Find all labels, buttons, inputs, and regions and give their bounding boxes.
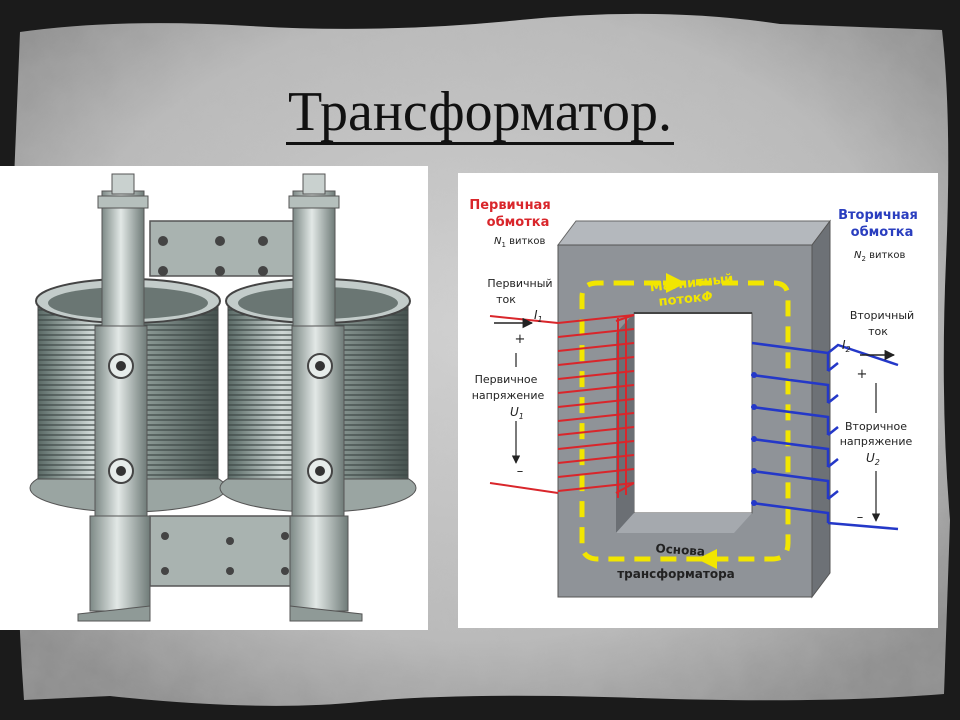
magnetic-flux-label-2: потокΦ xyxy=(658,289,714,310)
secondary-winding-label-1: Вторичная xyxy=(838,208,918,223)
primary-winding xyxy=(489,314,635,498)
transformer-core xyxy=(557,219,831,599)
transformer-diagram-panel: Первичная обмотка N1 витков Вторичная об… xyxy=(458,173,938,628)
primary-current-symbol: I1 xyxy=(534,308,543,324)
secondary-winding-label-2: обмотка xyxy=(851,225,914,240)
transformer-illustration xyxy=(29,173,417,622)
secondary-turns-label: N2 витков xyxy=(854,250,906,263)
primary-voltage-plus: + xyxy=(515,332,526,347)
transformer-diagram: Первичная обмотка N1 витков Вторичная об… xyxy=(469,198,918,599)
secondary-voltage-label-1: Вторичное xyxy=(845,420,907,433)
secondary-current-label-2: ток xyxy=(868,325,888,338)
secondary-voltage-label-2: напряжение xyxy=(840,435,913,448)
primary-winding-label-1: Первичная xyxy=(469,198,550,213)
secondary-current-symbol: I2 xyxy=(842,338,851,354)
primary-current-label-1: Первичный xyxy=(487,277,552,290)
primary-current-label-2: ток xyxy=(496,293,516,306)
primary-voltage-label-2: напряжение xyxy=(472,389,545,402)
secondary-voltage-symbol: U2 xyxy=(866,451,880,467)
secondary-voltage-minus: – xyxy=(857,510,864,525)
secondary-winding xyxy=(751,341,899,531)
secondary-voltage-plus: + xyxy=(857,367,868,382)
core-label-1: Основа xyxy=(655,541,705,558)
primary-winding-label-2: обмотка xyxy=(487,215,550,230)
primary-voltage-symbol: U1 xyxy=(510,405,524,421)
magnetic-flux-path xyxy=(579,280,791,562)
primary-turns-label: N1 витков xyxy=(494,236,546,249)
primary-voltage-label-1: Первичное xyxy=(475,373,538,386)
core-label-2: трансформатора xyxy=(617,567,735,581)
transformer-photo-panel xyxy=(0,166,428,630)
primary-voltage-minus: – xyxy=(517,464,524,479)
slide-title: Трансформатор. xyxy=(285,81,675,145)
secondary-current-label-1: Вторичный xyxy=(850,309,914,322)
